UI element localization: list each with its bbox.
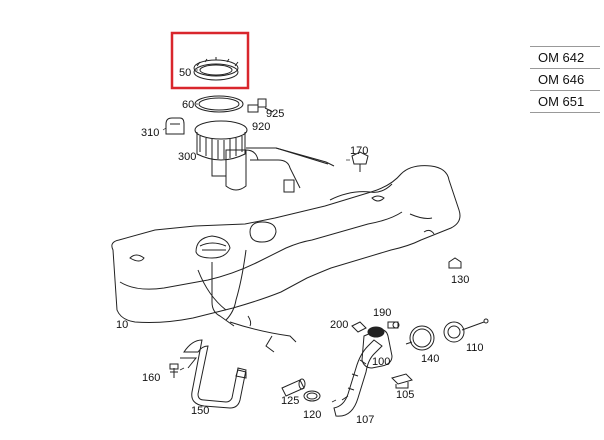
label-120: 120 bbox=[303, 409, 321, 421]
label-130: 130 bbox=[451, 274, 469, 286]
engine-model: OM 642 bbox=[530, 46, 600, 69]
hose-clamp-part bbox=[303, 390, 321, 402]
label-107: 107 bbox=[356, 414, 374, 426]
engine-model-list: OM 642 OM 646 OM 651 bbox=[530, 46, 600, 113]
fuel-tank-part bbox=[111, 165, 461, 353]
label-125: 125 bbox=[281, 395, 299, 407]
label-140: 140 bbox=[421, 353, 439, 365]
filler-neck-part bbox=[361, 326, 393, 369]
filler-hose-part bbox=[333, 339, 383, 417]
label-100: 100 bbox=[372, 356, 390, 368]
clip-part bbox=[165, 117, 185, 135]
part-50-highlight-box bbox=[170, 31, 250, 90]
hose-clip-part bbox=[351, 151, 369, 172]
label-190: 190 bbox=[373, 307, 391, 319]
label-10: 10 bbox=[116, 319, 128, 331]
lock-ring-part bbox=[193, 57, 239, 81]
label-105: 105 bbox=[396, 389, 414, 401]
filler-cap-part bbox=[443, 318, 489, 343]
mounting-bracket-part bbox=[391, 373, 413, 389]
label-200: 200 bbox=[330, 319, 348, 331]
engine-model: OM 646 bbox=[530, 69, 600, 91]
fitting-parts bbox=[351, 321, 400, 333]
label-50: 50 bbox=[179, 67, 191, 79]
label-150: 150 bbox=[191, 405, 209, 417]
seal-ring-part bbox=[194, 95, 244, 113]
screw-part bbox=[169, 363, 179, 378]
label-160: 160 bbox=[142, 372, 160, 384]
tank-strap-part bbox=[180, 339, 247, 409]
bracket-clip-part bbox=[448, 257, 462, 269]
label-300: 300 bbox=[178, 151, 196, 163]
engine-model: OM 651 bbox=[530, 91, 600, 113]
leader-lines bbox=[162, 69, 350, 403]
label-920: 920 bbox=[252, 121, 270, 133]
fuel-pump-unit bbox=[194, 120, 335, 193]
connector-parts bbox=[247, 98, 274, 113]
pipe-sleeve-part bbox=[281, 378, 306, 397]
label-60: 60 bbox=[182, 99, 194, 111]
filler-seal-part bbox=[405, 325, 435, 351]
label-110: 110 bbox=[466, 342, 484, 354]
label-170: 170 bbox=[350, 145, 368, 157]
label-925: 925 bbox=[266, 108, 284, 120]
label-310: 310 bbox=[141, 127, 159, 139]
part-number-labels: 50 60 925 920 310 300 170 130 10 190 200… bbox=[116, 67, 484, 426]
